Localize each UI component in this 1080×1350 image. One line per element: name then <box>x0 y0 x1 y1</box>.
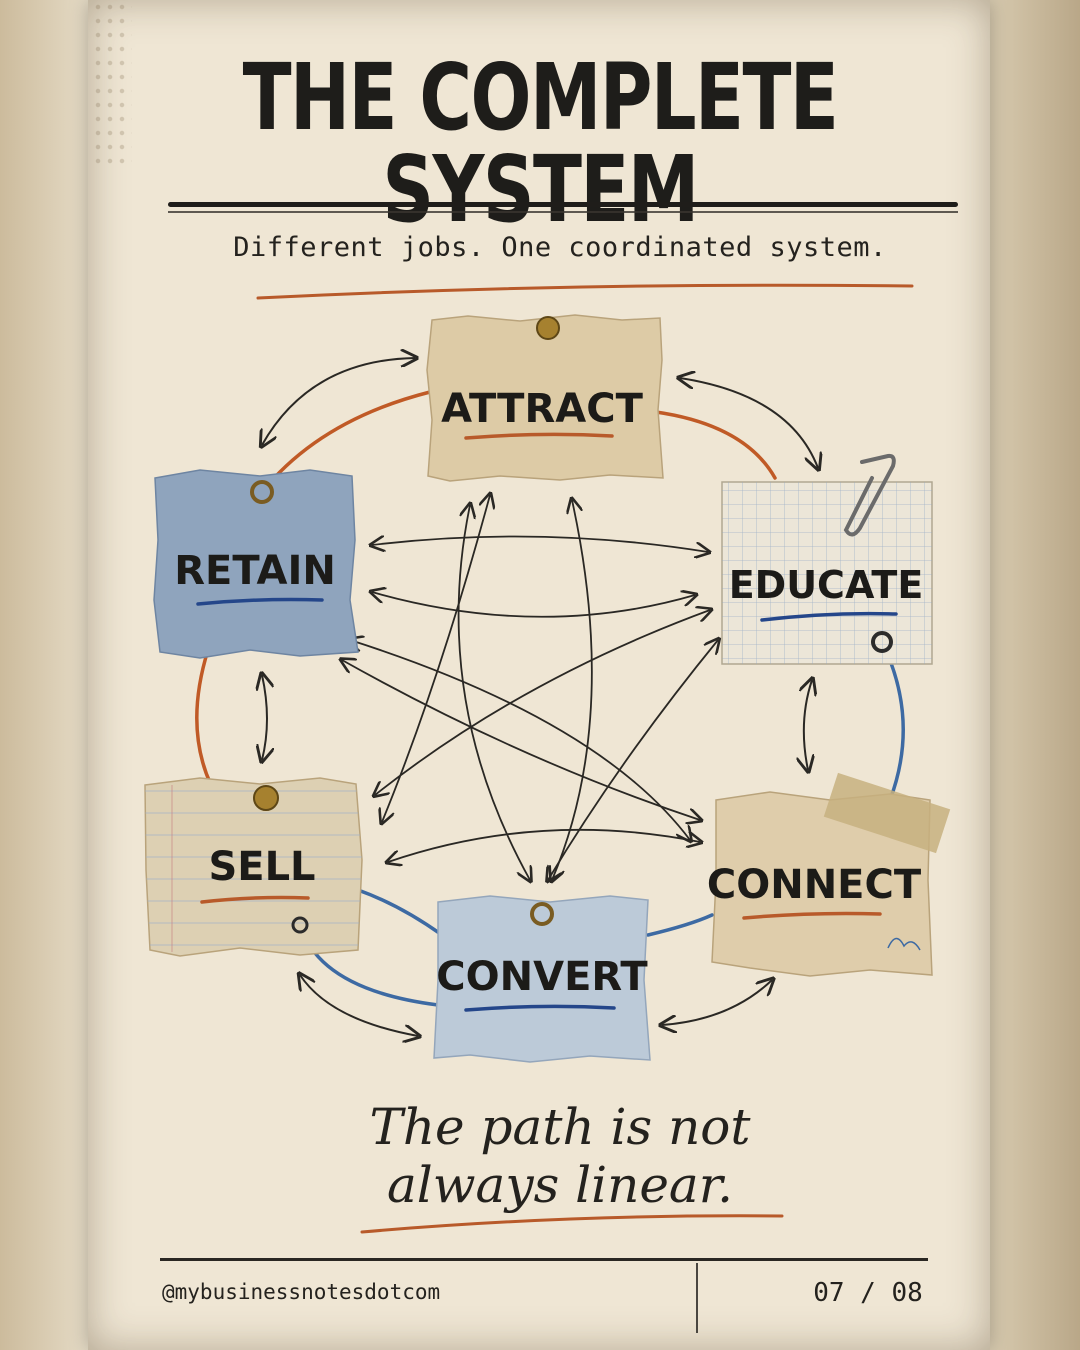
arrow-attract-retain <box>262 358 415 445</box>
eyelet-icon <box>291 916 309 934</box>
node-label-sell: SELL <box>208 844 315 890</box>
card-educate[interactable]: EDUCATE <box>721 453 933 665</box>
arrow-attract-convert <box>552 500 593 880</box>
eyelet-icon <box>871 631 893 653</box>
arrow-educate-sell <box>375 610 710 795</box>
page-number: 07 / 08 <box>813 1278 923 1308</box>
subtitle: Different jobs. One coordinated system. <box>233 232 887 263</box>
string-convert-connect <box>646 913 714 937</box>
arrow-attract-connect <box>457 505 530 880</box>
node-label-convert: CONVERT <box>436 954 648 1000</box>
dot-texture <box>92 0 132 170</box>
card-sell[interactable]: SELL <box>144 777 363 957</box>
arrow-sell-retain <box>262 675 267 760</box>
eyelet-icon <box>530 902 554 926</box>
arrow-retain-educate <box>372 536 708 552</box>
node-label-retain: RETAIN <box>174 548 336 594</box>
underline-connect <box>742 911 882 920</box>
arrow-educate-connect <box>804 680 812 770</box>
string-educate-connect <box>880 640 905 802</box>
scribble-icon <box>887 937 921 951</box>
underline-educate <box>760 611 898 622</box>
right-background <box>988 0 1080 1350</box>
card-convert[interactable]: CONVERT <box>433 895 651 1063</box>
card-connect[interactable]: CONNECT <box>707 772 951 977</box>
arrow-retain-connect-low <box>350 640 690 840</box>
inner-arrows <box>342 495 718 880</box>
card-attract[interactable]: ATTRACT <box>426 314 664 482</box>
underline-convert <box>464 1004 616 1012</box>
string-attract-educate <box>654 410 777 480</box>
underline-sell <box>200 895 310 904</box>
footer-divider <box>696 1263 698 1333</box>
tagline-line-1: The path is not <box>369 1098 751 1156</box>
title-underline <box>168 202 958 207</box>
arrow-retain-connect <box>342 660 700 820</box>
underline-attract <box>464 432 614 440</box>
arrow-educate-convert <box>548 640 718 880</box>
arrow-convert-sell <box>300 975 418 1036</box>
pin-icon <box>536 316 560 340</box>
arrow-sell-connect <box>388 828 700 862</box>
arrow-attract-sell <box>382 495 490 822</box>
page-title: THE COMPLETE SYSTEM <box>242 44 839 243</box>
paperclip-icon <box>843 453 896 537</box>
footer-rule <box>160 1258 928 1261</box>
node-label-connect: CONNECT <box>707 862 922 908</box>
arrow-attract-educate <box>680 378 818 468</box>
subtitle-underline <box>256 283 914 300</box>
social-handle[interactable]: @mybusinessnotesdotcom <box>162 1280 441 1304</box>
string-sell-convert <box>356 888 444 937</box>
tape <box>823 772 951 854</box>
outer-arrows <box>262 358 818 1036</box>
tagline: The path is not always linear. <box>320 1098 800 1214</box>
arrow-connect-convert <box>662 980 772 1025</box>
eyelet-icon <box>250 480 274 504</box>
title-underline-thin <box>168 211 958 213</box>
left-background <box>0 0 90 1350</box>
arrow-retain-convert-top <box>372 592 695 618</box>
pin-icon <box>253 785 279 811</box>
node-label-educate: EDUCATE <box>729 563 924 607</box>
tagline-underline <box>360 1214 784 1234</box>
node-label-attract: ATTRACT <box>441 386 643 432</box>
card-retain[interactable]: RETAIN <box>153 469 359 659</box>
underline-retain <box>196 597 324 606</box>
tagline-line-2: always linear. <box>386 1156 734 1214</box>
